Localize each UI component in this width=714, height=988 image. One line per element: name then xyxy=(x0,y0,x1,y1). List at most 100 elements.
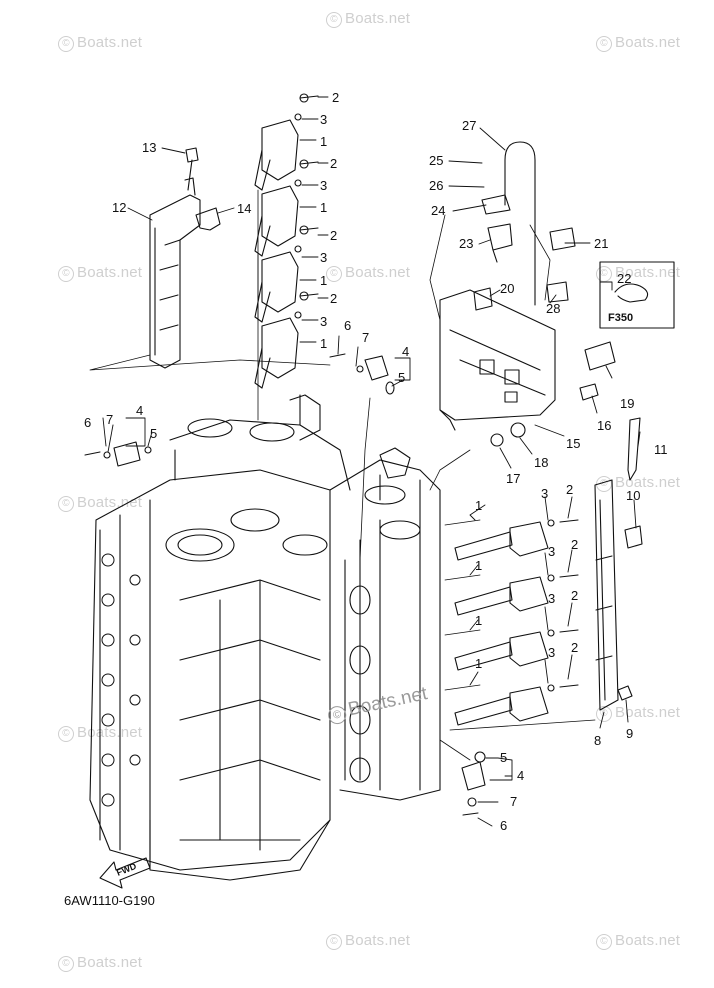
callout-13: 13 xyxy=(142,140,156,155)
callout-6: 6 xyxy=(84,415,91,430)
callout-4: 4 xyxy=(517,768,524,783)
tube-27 xyxy=(504,141,536,306)
watermark: ©Boats.net xyxy=(58,724,142,742)
callout-1: 1 xyxy=(320,273,327,288)
callout-3: 3 xyxy=(320,314,327,329)
clip-14 xyxy=(195,207,221,231)
coil-right-2 xyxy=(454,574,579,616)
callout-4: 4 xyxy=(402,344,409,359)
f350-inset xyxy=(599,261,675,329)
callout-2: 2 xyxy=(571,537,578,552)
coil-top-2 xyxy=(254,159,319,257)
callout-7: 7 xyxy=(106,412,113,427)
callout-1: 1 xyxy=(320,134,327,149)
callout-7: 7 xyxy=(362,330,369,345)
callout-3: 3 xyxy=(541,486,548,501)
callout-28: 28 xyxy=(546,301,560,316)
callout-12: 12 xyxy=(112,200,126,215)
coil-bracket-right xyxy=(594,479,619,711)
sensor-23 xyxy=(487,223,513,263)
callout-2: 2 xyxy=(566,482,573,497)
leader-lines xyxy=(102,96,641,827)
callout-3: 3 xyxy=(548,645,555,660)
ignition-coil-stack-top xyxy=(254,93,319,389)
watermark: ©Boats.net xyxy=(58,954,142,972)
fwd-label: FWD xyxy=(115,861,138,878)
callout-2: 2 xyxy=(330,228,337,243)
callout-3: 3 xyxy=(320,178,327,193)
sensor-group-top xyxy=(329,353,395,395)
clamp-21 xyxy=(549,227,576,251)
callout-14: 14 xyxy=(237,201,251,216)
callout-8: 8 xyxy=(594,733,601,748)
coil-bracket-left xyxy=(149,177,201,369)
engine-block xyxy=(89,394,441,881)
watermark: ©Boats.net xyxy=(58,494,142,512)
assembly-lines xyxy=(89,189,596,761)
callout-5: 5 xyxy=(398,370,405,385)
callout-5: 5 xyxy=(150,426,157,441)
coil-top-4 xyxy=(254,291,319,389)
fwd-arrow xyxy=(99,857,151,889)
lead-11 xyxy=(627,417,641,481)
callout-24: 24 xyxy=(431,203,445,218)
grommet-17-18 xyxy=(490,422,526,447)
callout-10: 10 xyxy=(626,488,640,503)
callout-2: 2 xyxy=(571,640,578,655)
callout-18: 18 xyxy=(534,455,548,470)
callout-7: 7 xyxy=(510,794,517,809)
clip-28 xyxy=(546,281,569,303)
part-19 xyxy=(584,341,616,371)
callout-1: 1 xyxy=(475,656,482,671)
callout-15: 15 xyxy=(566,436,580,451)
callout-6: 6 xyxy=(500,818,507,833)
callout-6: 6 xyxy=(344,318,351,333)
callout-3: 3 xyxy=(320,112,327,127)
coil-right-4 xyxy=(454,684,579,726)
callout-23: 23 xyxy=(459,236,473,251)
bolt-9 xyxy=(617,685,633,701)
callout-1: 1 xyxy=(475,498,482,513)
callout-20: 20 xyxy=(500,281,514,296)
coil-top-1 xyxy=(254,93,319,191)
clip-20 xyxy=(473,287,493,311)
watermark: ©Boats.net xyxy=(58,34,142,52)
callout-22: 22 xyxy=(617,271,631,286)
sensor-group-bottom xyxy=(461,751,486,816)
sensor-group-left xyxy=(84,441,152,467)
callout-19: 19 xyxy=(620,396,634,411)
callout-16: 16 xyxy=(597,418,611,433)
coil-top-3 xyxy=(254,225,319,323)
callout-2: 2 xyxy=(330,156,337,171)
callout-21: 21 xyxy=(594,236,608,251)
variant-label: F350 xyxy=(608,312,633,324)
callout-2: 2 xyxy=(571,588,578,603)
callout-26: 26 xyxy=(429,178,443,193)
callout-1: 1 xyxy=(475,558,482,573)
callout-9: 9 xyxy=(626,726,633,741)
bolt-16 xyxy=(579,383,599,401)
callout-11: 11 xyxy=(654,442,668,457)
callout-1: 1 xyxy=(320,336,327,351)
callout-2: 2 xyxy=(330,291,337,306)
watermark: ©Boats.net xyxy=(596,264,680,282)
callout-3: 3 xyxy=(320,250,327,265)
clip-10 xyxy=(624,525,643,549)
callout-4: 4 xyxy=(136,403,143,418)
ignition-coil-stack-right xyxy=(454,519,579,726)
holder-24 xyxy=(481,194,511,215)
watermark: ©Boats.net xyxy=(58,264,142,282)
callout-3: 3 xyxy=(548,591,555,606)
callout-3: 3 xyxy=(548,544,555,559)
diagram-code: 6AW1110-G190 xyxy=(64,893,155,908)
callout-2: 2 xyxy=(332,90,339,105)
watermark: ©Boats.net xyxy=(326,10,410,28)
watermark: ©Boats.net xyxy=(596,34,680,52)
watermark: ©Boats.net xyxy=(326,264,410,282)
callout-5: 5 xyxy=(500,750,507,765)
electrical-bracket xyxy=(439,289,556,431)
callout-17: 17 xyxy=(506,471,520,486)
watermark: ©Boats.net xyxy=(326,932,410,950)
coil-right-1 xyxy=(454,519,579,561)
